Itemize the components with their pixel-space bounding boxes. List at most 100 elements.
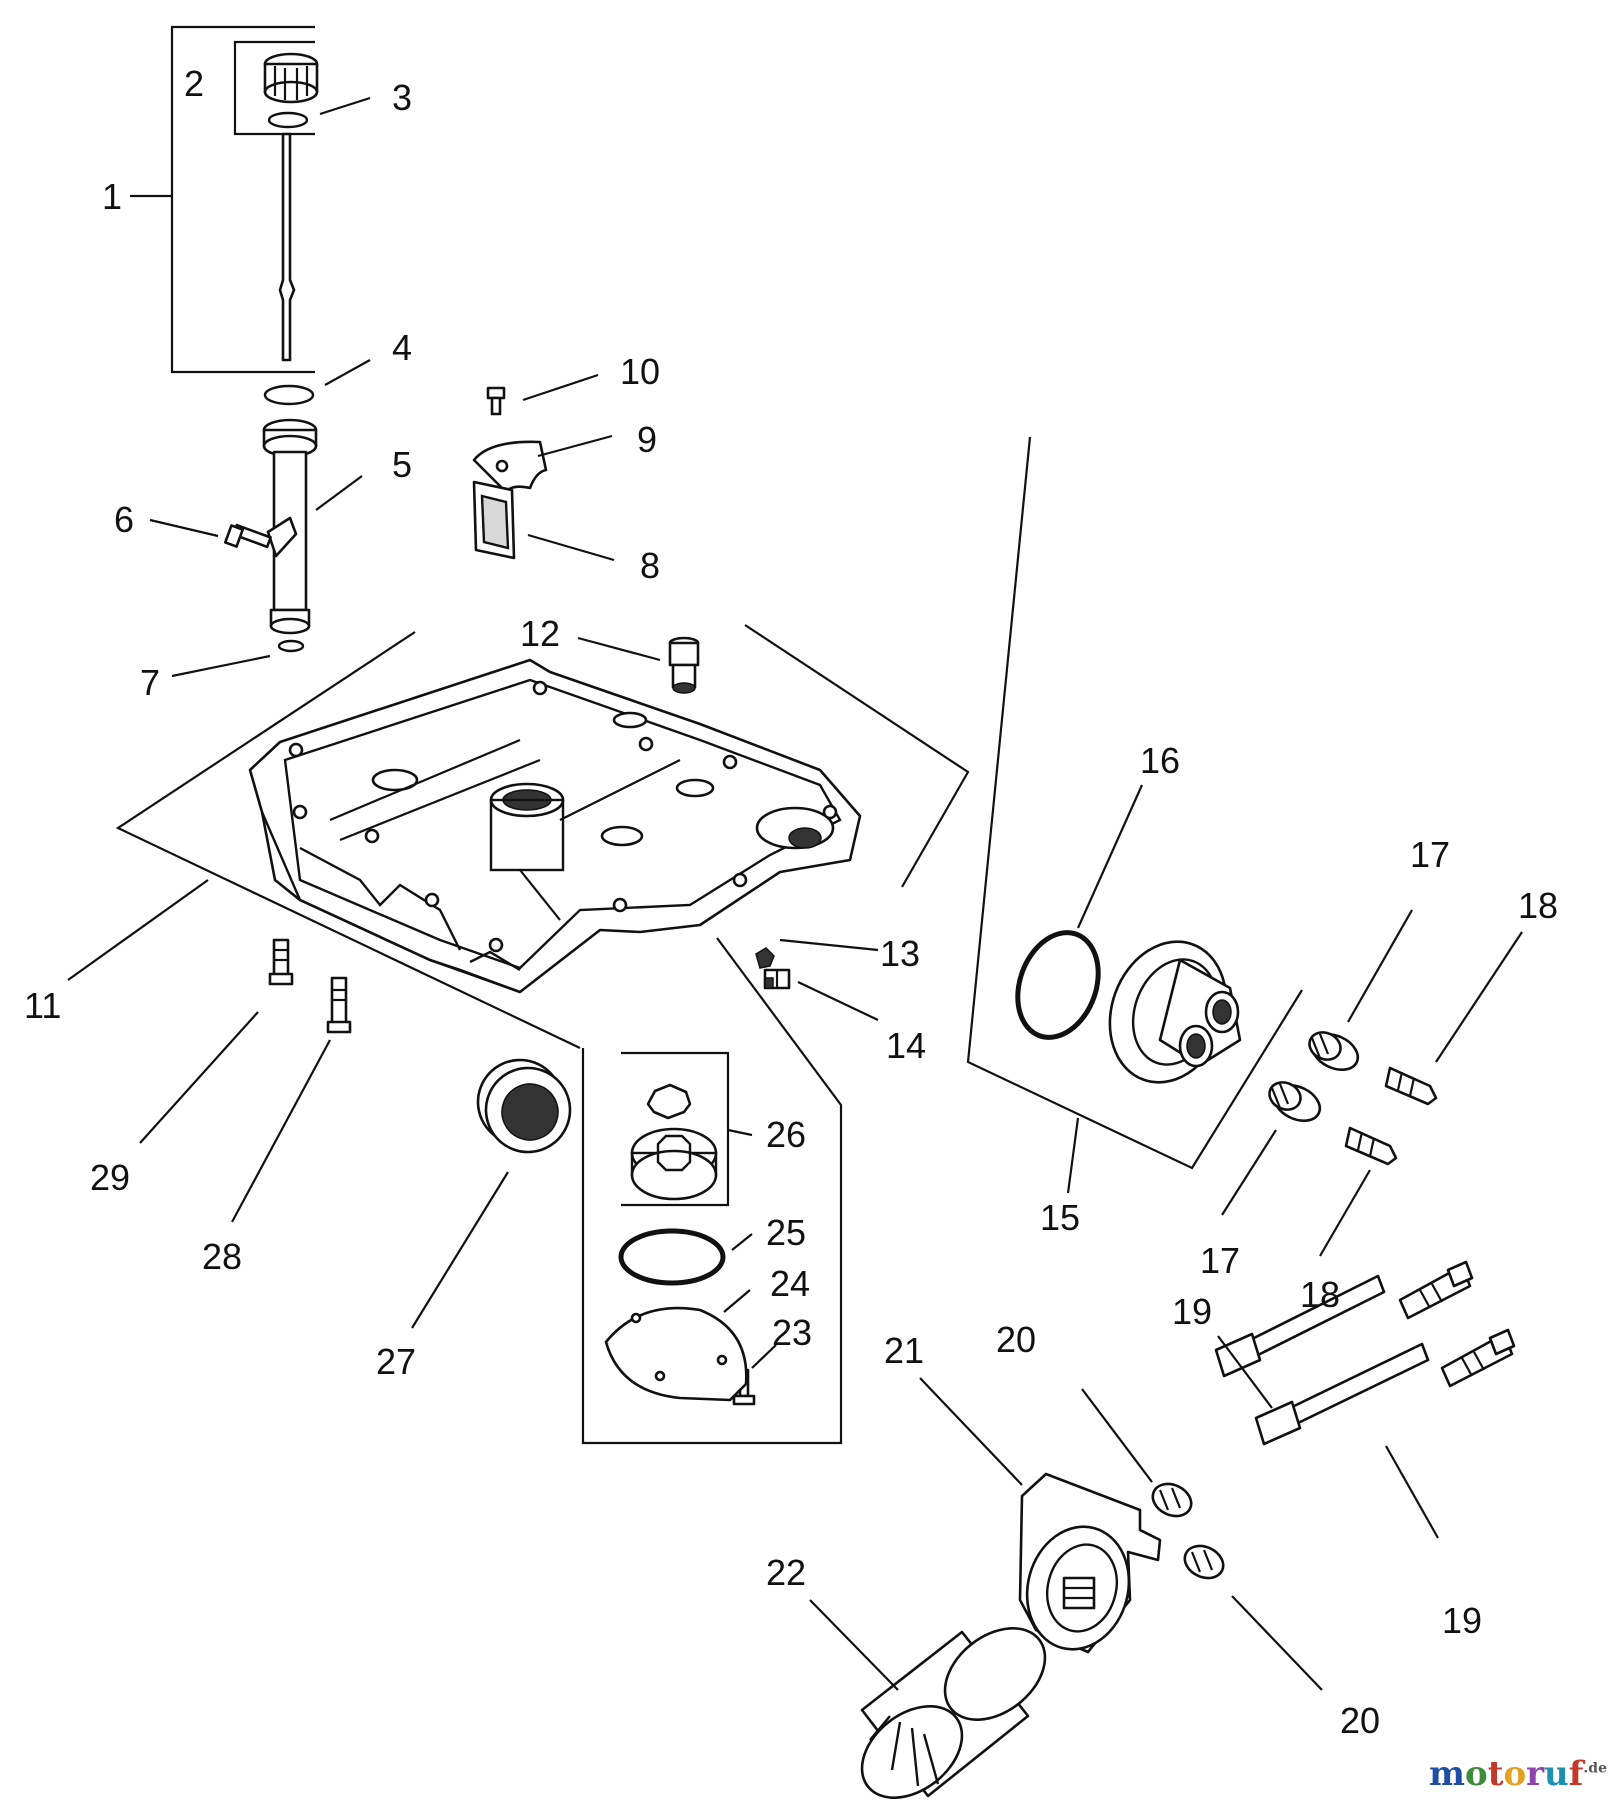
callout-17-lower: 17 (1200, 1240, 1240, 1281)
part-fitting (763, 968, 791, 990)
callout-21: 21 (884, 1330, 924, 1371)
part-nipple-upper (1384, 1066, 1438, 1106)
leader-5 (315, 475, 363, 511)
part-oil-filter-adapter (1108, 940, 1242, 1084)
watermark-brand: motoruf (1429, 1754, 1583, 1794)
leader-27 (411, 1171, 509, 1329)
callout-19-lower: 19 (1442, 1600, 1482, 1641)
callout-14: 14 (886, 1025, 926, 1066)
part-oil-hose-lower (1254, 1328, 1516, 1446)
part-remote-filter-mount (1018, 1472, 1162, 1654)
leader-28 (231, 1039, 331, 1223)
watermark-letter: o (1465, 1754, 1488, 1794)
callout-23: 23 (772, 1312, 812, 1353)
leader-23 (751, 1344, 777, 1369)
callout-7: 7 (140, 662, 160, 703)
part-remote-fitting-upper (1151, 1482, 1193, 1518)
part-small-plug (755, 947, 775, 969)
leader-11 (67, 879, 209, 981)
part-oil-hose-upper (1214, 1260, 1474, 1378)
callout-20-upper: 20 (996, 1319, 1036, 1360)
part-oil-pan (248, 658, 862, 994)
leader-29 (139, 1011, 259, 1144)
part-tube-o-ring (263, 384, 315, 406)
group-brackets (115, 25, 1303, 1445)
leader-13 (779, 938, 879, 952)
watermark-letter: r (1526, 1754, 1545, 1794)
callout-24: 24 (770, 1263, 810, 1304)
callout-26: 26 (766, 1114, 806, 1155)
callout-18-upper: 18 (1518, 885, 1558, 926)
leader-6 (149, 518, 219, 538)
part-dipstick (278, 132, 296, 362)
leader-18-lower (1319, 1169, 1371, 1257)
callout-5: 5 (392, 444, 412, 485)
callout-12: 12 (520, 613, 560, 654)
part-pump-gear-set (630, 1083, 718, 1201)
part-drain-plug (668, 636, 700, 694)
callout-3: 3 (392, 77, 412, 118)
callout-25: 25 (766, 1212, 806, 1253)
leader-15 (1066, 1117, 1080, 1194)
leader-lines (67, 96, 1523, 1691)
leader-3 (319, 96, 371, 116)
bracket-pump-gear-set (621, 1051, 730, 1207)
leader-19-upper (1217, 1335, 1273, 1409)
part-small-o-ring (277, 639, 305, 653)
bracket-cap-assembly (233, 40, 315, 136)
watermark-letter: o (1503, 1754, 1527, 1794)
leader-17-upper (1347, 909, 1413, 1023)
callout-numbers: 1 2 3 4 5 6 7 8 9 10 11 12 13 14 15 16 1… (24, 63, 1558, 1741)
part-dipstick-cap (263, 52, 319, 104)
watermark-letter: t (1487, 1754, 1504, 1794)
leader-25 (731, 1233, 753, 1251)
callout-8: 8 (640, 545, 660, 586)
bracket-adapter-group (966, 436, 1303, 1170)
parts (223, 52, 1516, 1799)
watermark-letter: u (1544, 1754, 1569, 1794)
part-nipple-lower (1344, 1126, 1398, 1166)
watermark-letter: m (1429, 1754, 1466, 1794)
callout-4: 4 (392, 327, 412, 368)
leader-4 (324, 359, 371, 386)
leader-20-upper (1081, 1388, 1153, 1483)
callout-13: 13 (880, 933, 920, 974)
part-bolt-long (268, 938, 294, 986)
leader-26 (727, 1128, 753, 1137)
leader-14 (797, 981, 879, 1021)
part-tube-screw (223, 523, 272, 549)
callout-27: 27 (376, 1341, 416, 1382)
leader-24 (723, 1289, 751, 1313)
callout-2: 2 (184, 63, 204, 104)
leader-10 (522, 373, 599, 402)
part-oil-filter (860, 1627, 1047, 1799)
callout-1: 1 (102, 176, 122, 217)
callout-15: 15 (1040, 1197, 1080, 1238)
bracket-pump-cover-group (581, 937, 843, 1445)
part-cap-o-ring (267, 111, 309, 129)
part-bracket (472, 440, 548, 494)
part-remote-fitting-lower (1183, 1544, 1225, 1580)
leader-21 (919, 1377, 1023, 1486)
part-bracket-screw (486, 386, 506, 416)
callout-6: 6 (114, 499, 134, 540)
watermark-tld: .de (1583, 1760, 1607, 1777)
leader-8 (527, 533, 615, 562)
part-bolt-short (326, 976, 352, 1034)
bracket-oil-pan-assembly-right (744, 624, 970, 888)
callout-28: 28 (202, 1236, 242, 1277)
watermark-letter: f (1568, 1754, 1584, 1794)
leader-7 (171, 654, 271, 678)
part-decal (472, 480, 516, 560)
callout-16: 16 (1140, 740, 1180, 781)
callout-9: 9 (637, 419, 657, 460)
leader-19-lower (1385, 1445, 1439, 1539)
part-adapter-seal-ring (1015, 930, 1101, 1040)
leader-17-lower (1221, 1129, 1277, 1216)
part-pump-cover (604, 1306, 748, 1402)
callout-17-upper: 17 (1410, 834, 1450, 875)
callout-19-upper: 19 (1172, 1291, 1212, 1332)
part-pump-o-ring (618, 1228, 726, 1286)
leader-18-upper (1435, 931, 1523, 1063)
